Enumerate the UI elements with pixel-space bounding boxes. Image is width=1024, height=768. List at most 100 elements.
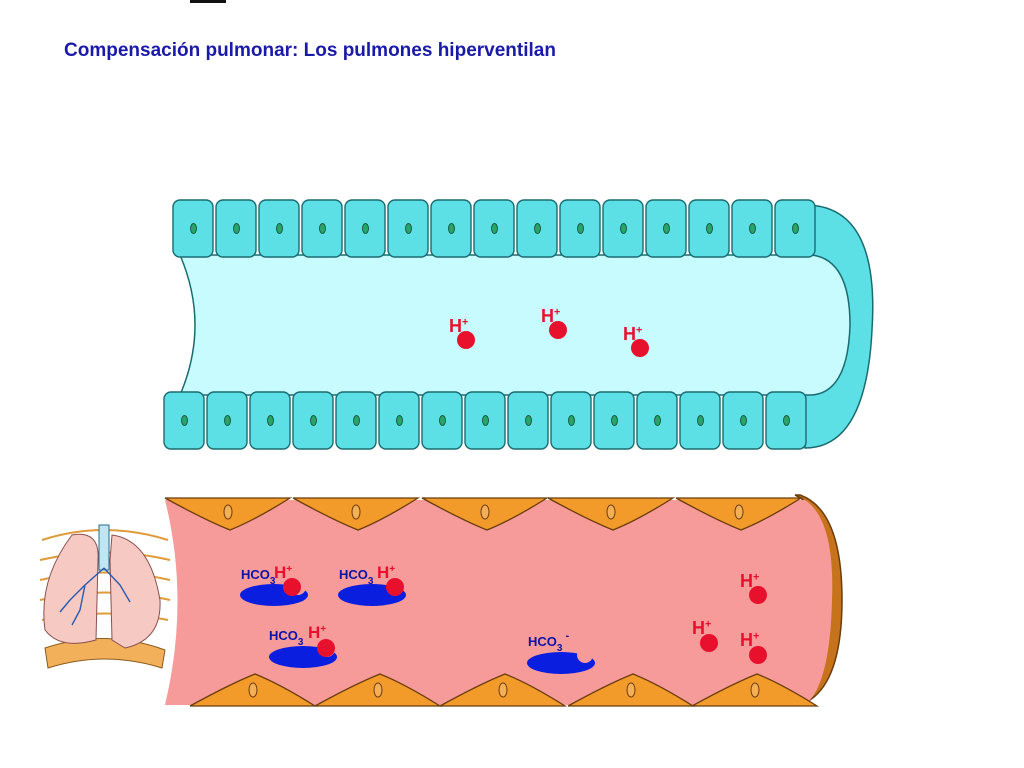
cell-nucleus	[577, 223, 584, 234]
epithelial-cell	[301, 199, 343, 258]
endothelial-cell	[691, 673, 820, 707]
cell-nucleus	[697, 415, 704, 426]
proton-dot	[283, 578, 301, 596]
cell-nucleus	[396, 415, 403, 426]
cell-nucleus	[525, 415, 532, 426]
epithelial-cell	[559, 199, 601, 258]
epithelial-cell	[473, 199, 515, 258]
cell-nucleus	[276, 223, 283, 234]
epithelial-cell	[335, 391, 377, 450]
proton-dot	[549, 321, 567, 339]
cell-nucleus	[663, 223, 670, 234]
cell-nucleus	[224, 415, 231, 426]
epithelial-cell	[507, 391, 549, 450]
endothelial-cell	[314, 673, 443, 707]
proton-dot	[631, 339, 649, 357]
cell-nucleus	[491, 223, 498, 234]
epithelial-cell	[249, 391, 291, 450]
cell-nucleus	[353, 415, 360, 426]
proton-dot	[457, 331, 475, 349]
epithelial-cell	[387, 199, 429, 258]
cell-nucleus	[480, 504, 490, 520]
cell-nucleus	[792, 223, 799, 234]
airway-lumen	[178, 254, 851, 396]
epithelial-cell	[464, 391, 506, 450]
endothelial-cell	[421, 497, 550, 531]
epithelial-cell	[292, 391, 334, 450]
cell-nucleus	[626, 682, 636, 698]
cell-nucleus	[606, 504, 616, 520]
epithelial-cell	[430, 199, 472, 258]
proton-dot	[749, 646, 767, 664]
epithelial-cell	[172, 199, 214, 258]
epithelial-cell	[163, 391, 205, 450]
airway-top-cell-row	[172, 199, 816, 258]
epithelial-cell	[516, 199, 558, 258]
cell-nucleus	[190, 223, 197, 234]
cell-nucleus	[740, 415, 747, 426]
endothelial-cell	[292, 497, 421, 531]
cell-nucleus	[620, 223, 627, 234]
airway-bottom-cell-row	[163, 391, 807, 450]
airway-tube: H+H+H+	[163, 199, 874, 450]
epithelial-cell	[258, 199, 300, 258]
epithelial-cell	[774, 199, 816, 258]
endothelial-cell	[567, 673, 696, 707]
epithelial-cell	[731, 199, 773, 258]
proton: H+	[623, 324, 649, 357]
epithelial-cell	[421, 391, 463, 450]
epithelial-cell	[550, 391, 592, 450]
cell-nucleus	[706, 223, 713, 234]
endothelium-bottom-row	[189, 673, 820, 707]
cell-nucleus	[319, 223, 326, 234]
epithelial-cell	[688, 199, 730, 258]
epithelial-cell	[645, 199, 687, 258]
endothelial-cell	[189, 673, 318, 707]
cell-nucleus	[267, 415, 274, 426]
cell-nucleus	[783, 415, 790, 426]
lung-thorax-icon	[39, 524, 171, 669]
endothelium-top-row	[164, 497, 804, 531]
cell-nucleus	[405, 223, 412, 234]
cell-nucleus	[448, 223, 455, 234]
endothelial-cell	[547, 497, 676, 531]
epithelial-cell	[206, 391, 248, 450]
cell-nucleus	[534, 223, 541, 234]
proton-dot	[386, 578, 404, 596]
page-title: Compensación pulmonar: Los pulmones hipe…	[64, 40, 556, 61]
cell-nucleus	[223, 504, 233, 520]
cell-nucleus	[181, 415, 188, 426]
epithelial-cell	[636, 391, 678, 450]
epithelial-cell	[722, 391, 764, 450]
cell-nucleus	[654, 415, 661, 426]
cell-nucleus	[351, 504, 361, 520]
epithelial-cell	[679, 391, 721, 450]
epithelial-cell	[215, 199, 257, 258]
cell-nucleus	[439, 415, 446, 426]
endothelial-cell	[164, 497, 293, 531]
top-edge-bar	[190, 0, 226, 3]
epithelial-cell	[765, 391, 807, 450]
cell-nucleus	[749, 223, 756, 234]
cell-nucleus	[750, 682, 760, 698]
cell-nucleus	[611, 415, 618, 426]
proton-dot	[700, 634, 718, 652]
cell-nucleus	[362, 223, 369, 234]
epithelial-cell	[602, 199, 644, 258]
cell-nucleus	[498, 682, 508, 698]
cell-nucleus	[482, 415, 489, 426]
epithelial-cell	[344, 199, 386, 258]
epithelial-cell	[593, 391, 635, 450]
cell-nucleus	[233, 223, 240, 234]
cell-nucleus	[568, 415, 575, 426]
cell-nucleus	[373, 682, 383, 698]
endothelial-cell	[439, 673, 568, 707]
endothelial-cell	[675, 497, 804, 531]
epithelial-cell	[378, 391, 420, 450]
cell-nucleus	[310, 415, 317, 426]
proton-dot	[749, 586, 767, 604]
cell-nucleus	[248, 682, 258, 698]
